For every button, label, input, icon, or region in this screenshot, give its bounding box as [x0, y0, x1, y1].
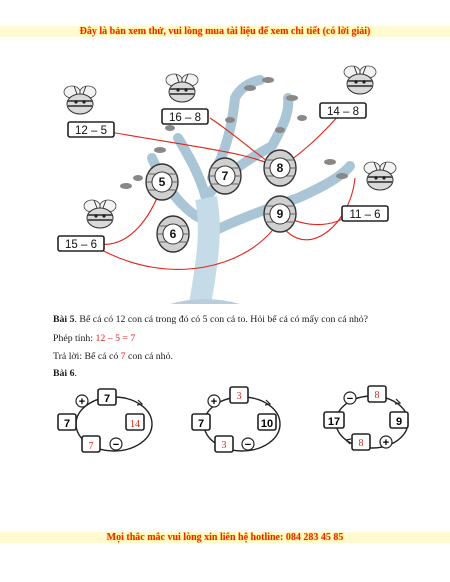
answer-prefix: Trả lời: Bể cá có: [53, 351, 121, 362]
op-symbol: −: [347, 393, 353, 405]
card-12-5: 12 – 5: [75, 125, 107, 137]
cycle-value: 7: [104, 393, 110, 405]
cycle-answer: 14: [130, 419, 140, 430]
cycle-answer: 3: [222, 440, 227, 451]
cycle-diagram-3: − 8 17 9 8 +: [323, 385, 409, 451]
cycle-answer: 8: [375, 390, 380, 401]
cycle-value: 17: [328, 416, 340, 428]
bai6-heading: Bài 6.: [53, 368, 77, 380]
cycle-answer: 8: [359, 438, 364, 449]
hotline-banner: Mọi thắc mắc vui lòng xin liên hệ hotlin…: [0, 532, 450, 543]
card-11-6: 11 – 6: [349, 209, 380, 221]
bai5-label: Bài 5: [53, 314, 75, 325]
cycle-value: 7: [198, 418, 204, 430]
cycle-answer: 7: [89, 441, 94, 452]
hive-number: 6: [170, 227, 177, 241]
op-symbol: +: [79, 396, 85, 408]
op-symbol: −: [113, 439, 119, 451]
calc-label: Phép tính:: [53, 333, 96, 344]
hive-number: 5: [159, 175, 166, 189]
answer-value: 7: [120, 351, 126, 362]
cycle-value: 9: [396, 416, 402, 428]
bai5-question: Bài 5. Bể cá có 12 con cá trong đó có 5 …: [53, 314, 368, 326]
calc-value: 12 – 5 = 7: [95, 333, 136, 344]
cycle-value: 7: [64, 418, 70, 430]
bai6-label: Bài 6: [53, 368, 75, 379]
cycle-value: 10: [261, 418, 273, 430]
hive-number: 7: [222, 169, 229, 183]
bai6-dot: .: [74, 368, 77, 379]
bai5-answer: Trả lời: Bể cá có 7 con cá nhỏ.: [53, 351, 173, 363]
op-symbol: +: [211, 396, 217, 408]
card-14-8: 14 – 8: [327, 106, 359, 118]
bai5-calculation: Phép tính: 12 – 5 = 7: [53, 333, 135, 345]
cycle-diagram-2: + 3 7 10 3 −: [191, 386, 281, 453]
op-symbol: −: [245, 439, 251, 451]
preview-banner: Đây là bản xem thử, vui lòng mua tài liệ…: [0, 26, 450, 37]
bai5-question-text: . Bể cá có 12 con cá trong đó có 5 con c…: [74, 314, 369, 325]
hive-number: 8: [277, 161, 284, 175]
cycle-answer: 3: [237, 391, 242, 402]
hive-number: 9: [277, 207, 284, 221]
tree-matching-illustration: 12 – 5 16 – 8 14 – 8 11 – 6 15 – 6 5 7 8…: [57, 65, 397, 304]
card-16-8: 16 – 8: [169, 112, 201, 124]
answer-suffix: con cá nhỏ.: [125, 351, 173, 362]
card-15-6: 15 – 6: [65, 239, 97, 251]
op-symbol: +: [383, 437, 389, 449]
cycle-diagram-1: + 7 7 14 7 −: [57, 388, 153, 453]
